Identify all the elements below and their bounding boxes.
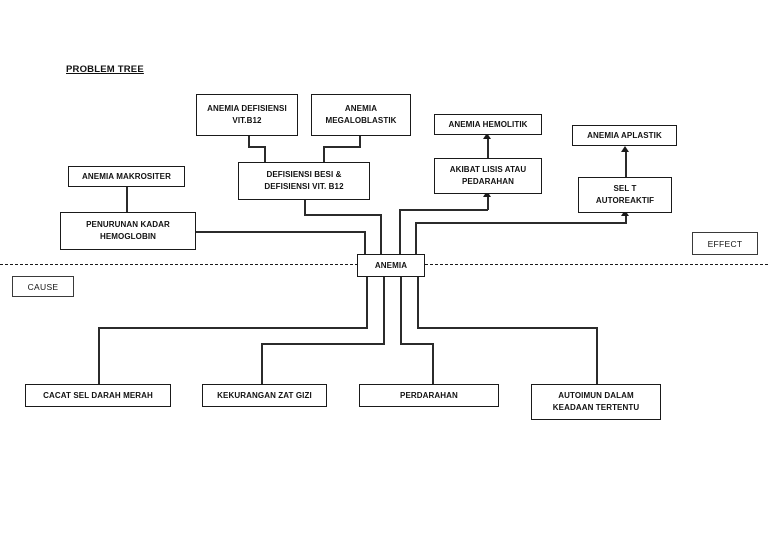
node-line: DEFISIENSI VIT. B12: [264, 182, 344, 191]
connector-core-to-akibat-v1: [399, 209, 401, 255]
connector-defisiensi-to-megaloblastik-h: [323, 146, 361, 148]
cause-zone-label: CAUSE: [12, 276, 74, 297]
connector-perdarahan-to-core-v2: [432, 343, 434, 384]
arrowhead-to-akibat-lisis: [483, 191, 491, 197]
arrowhead-to-anemia-aplastik: [621, 146, 629, 152]
node-line: HEMOGLOBIN: [99, 232, 157, 241]
node-line: PENURUNAN KADAR: [86, 220, 170, 230]
arrowhead-to-anemia-hemolitik: [483, 133, 491, 139]
effect-zone-label: EFFECT: [692, 232, 758, 255]
node-line: DEFISIENSI BESI &: [266, 170, 342, 180]
connector-kekurangan-to-core-v1: [383, 277, 385, 343]
node-line: ANEMIA HEMOLITIK: [448, 119, 528, 129]
node-line: MEGALOBLASTIK: [325, 116, 397, 125]
connector-cacat-to-core-v1: [366, 277, 368, 327]
connector-akibat-to-hemolitik: [487, 139, 489, 161]
node-line: AUTOREAKTIF: [595, 196, 655, 205]
connector-core-to-akibat-v2: [487, 197, 489, 210]
connector-core-to-penurunan-v1: [364, 231, 366, 255]
connector-core-to-selt-h: [415, 222, 627, 224]
node-line: KEADAAN TERTENTU: [552, 403, 640, 412]
connector-core-to-defisiensi-v2: [304, 200, 306, 215]
connector-kekurangan-to-core-h: [261, 343, 385, 345]
node-kekurangan-zat-gizi[interactable]: KEKURANGAN ZAT GIZI: [202, 384, 327, 407]
node-anemia-hemolitik[interactable]: ANEMIA HEMOLITIK: [434, 114, 542, 135]
node-line: AKIBAT LISIS ATAU: [449, 165, 527, 175]
connector-perdarahan-to-core-h: [400, 343, 434, 345]
connector-autoimun-to-core-h: [417, 327, 598, 329]
node-defisiensi-besi-vit-b12[interactable]: DEFISIENSI BESI & DEFISIENSI VIT. B12: [238, 162, 370, 200]
connector-selt-to-aplastik: [625, 152, 627, 177]
node-cacat-sel-darah-merah[interactable]: CACAT SEL DARAH MERAH: [25, 384, 171, 407]
connector-core-to-selt-v2: [625, 216, 627, 224]
node-anemia-aplastik[interactable]: ANEMIA APLASTIK: [572, 125, 677, 146]
node-anemia-megaloblastik[interactable]: ANEMIA MEGALOBLASTIK: [311, 94, 411, 136]
node-line: ANEMIA MAKROSITER: [82, 171, 171, 181]
node-line: CACAT SEL DARAH MERAH: [43, 390, 153, 400]
node-line: PEDARAHAN: [461, 177, 514, 186]
connector-core-to-penurunan-h: [196, 231, 366, 233]
node-line: VIT.B12: [232, 116, 262, 125]
connector-cacat-to-core-h: [98, 327, 368, 329]
connector-core-to-selt-v1: [415, 222, 417, 255]
node-penurunan-kadar-hemoglobin[interactable]: PENURUNAN KADAR HEMOGLOBIN: [60, 212, 196, 250]
node-anemia-defisiensi-vit-b12[interactable]: ANEMIA DEFISIENSI VIT.B12: [196, 94, 298, 136]
arrowhead-to-sel-t-autoreaktif: [621, 210, 629, 216]
node-line: ANEMIA DEFISIENSI: [207, 104, 287, 114]
connector-penurunan-to-makrositer: [126, 187, 128, 213]
node-line: KEKURANGAN ZAT GIZI: [217, 390, 312, 400]
node-line: ANEMIA: [374, 260, 408, 270]
node-autoimun-dalam-keadaan-tertentu[interactable]: AUTOIMUN DALAM KEADAAN TERTENTU: [531, 384, 661, 420]
connector-defisiensi-to-vitb12-v1: [264, 146, 266, 163]
node-line: ANEMIA APLASTIK: [587, 130, 662, 140]
connector-defisiensi-to-megaloblastik-v1: [323, 146, 325, 163]
node-akibat-lisis-atau-pedarahan[interactable]: AKIBAT LISIS ATAU PEDARAHAN: [434, 158, 542, 194]
node-line: PERDARAHAN: [400, 390, 458, 400]
node-line: ANEMIA: [344, 104, 378, 114]
node-anemia-core[interactable]: ANEMIA: [357, 254, 425, 277]
connector-core-to-defisiensi-v1: [380, 214, 382, 255]
connector-defisiensi-to-megaloblastik-v2: [359, 136, 361, 147]
node-anemia-makrositer[interactable]: ANEMIA MAKROSITER: [68, 166, 185, 187]
connector-autoimun-to-core-v2: [596, 327, 598, 384]
connector-perdarahan-to-core-v1: [400, 277, 402, 343]
node-sel-t-autoreaktif[interactable]: SEL T AUTOREAKTIF: [578, 177, 672, 213]
connector-cacat-to-core-v2: [98, 327, 100, 384]
connector-core-to-akibat-h: [399, 209, 488, 211]
node-perdarahan[interactable]: PERDARAHAN: [359, 384, 499, 407]
connector-kekurangan-to-core-v2: [261, 343, 263, 384]
page-title: PROBLEM TREE: [66, 64, 144, 75]
connector-core-to-defisiensi-h: [304, 214, 382, 216]
connector-autoimun-to-core-v1: [417, 277, 419, 327]
node-line: SEL T: [613, 184, 637, 194]
connector-defisiensi-to-vitb12-h: [248, 146, 266, 148]
connector-defisiensi-to-vitb12-v2: [248, 136, 250, 147]
node-line: AUTOIMUN DALAM: [558, 391, 634, 401]
